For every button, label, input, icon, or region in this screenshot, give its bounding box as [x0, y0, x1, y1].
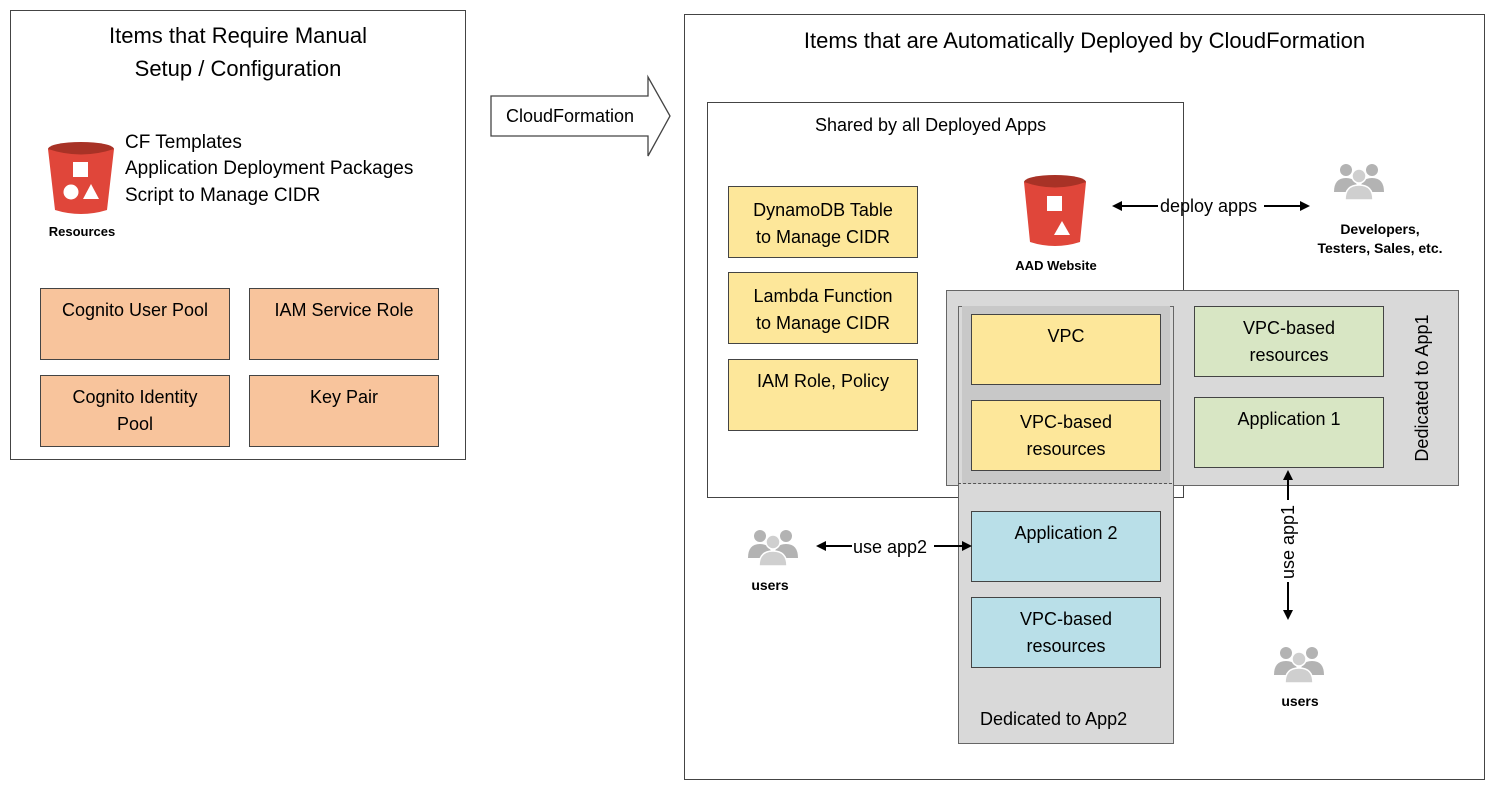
cognito-identity-pool-box: Cognito Identity Pool	[40, 375, 230, 447]
resource-item: Application Deployment Packages	[125, 158, 414, 179]
users-icon	[1334, 164, 1384, 201]
box-label: VPC-based	[1019, 609, 1113, 629]
arrow-label: CloudFormation	[506, 106, 635, 126]
box-label: VPC	[1047, 326, 1085, 346]
users-caption: users	[1281, 693, 1319, 709]
box-label: IAM Service Role	[274, 300, 414, 320]
app2-resources-box: VPC-based resources	[971, 597, 1161, 668]
s3-bucket-icon	[1024, 175, 1086, 246]
developers-caption: Developers, Testers, Sales, etc.	[1300, 220, 1460, 258]
divider	[958, 483, 1172, 484]
box-label: resources	[1026, 636, 1106, 656]
bucket-caption: Resources	[48, 224, 116, 239]
manual-title-line1: Items that Require Manual	[108, 23, 368, 48]
resource-item: CF Templates	[125, 132, 242, 153]
cognito-user-pool-box: Cognito User Pool	[40, 288, 230, 360]
box-label: VPC-based	[1242, 318, 1336, 338]
key-pair-box: Key Pair	[249, 375, 439, 447]
box-label: Cognito User Pool	[61, 300, 209, 320]
box-label: Pool	[116, 414, 154, 434]
box-label: DynamoDB Table	[753, 200, 893, 220]
app1-resources-box: VPC-based resources	[1194, 306, 1384, 377]
box-label: resources	[1026, 439, 1106, 459]
box-label: resources	[1249, 345, 1329, 365]
box-label: VPC-based	[1019, 412, 1113, 432]
box-label: Application 2	[1014, 523, 1118, 543]
box-label: Lambda Function	[753, 286, 893, 306]
users-caption: users	[751, 577, 789, 593]
website-caption: AAD Website	[1015, 258, 1097, 273]
use-app1-label: use app1	[1278, 504, 1298, 580]
users-icon	[748, 530, 798, 567]
auto-title: Items that are Automatically Deployed by…	[803, 28, 1366, 53]
box-label: IAM Role, Policy	[756, 371, 890, 391]
vpc-resources-box: VPC-based resources	[971, 400, 1161, 471]
shared-title: Shared by all Deployed Apps	[815, 115, 1047, 135]
deploy-label: deploy apps	[1160, 196, 1258, 216]
iam-service-role-box: IAM Service Role	[249, 288, 439, 360]
box-label: Cognito Identity	[72, 387, 198, 407]
app2-label: Dedicated to App2	[980, 709, 1128, 729]
iam-role-box: IAM Role, Policy	[728, 359, 918, 431]
dynamodb-box: DynamoDB Table to Manage CIDR	[728, 186, 918, 258]
use-app2-label: use app2	[853, 537, 928, 557]
box-label: Application 1	[1237, 409, 1341, 429]
cloudformation-arrow	[490, 74, 671, 157]
box-label: to Manage CIDR	[755, 313, 891, 333]
manual-title: Items that Require Manual Setup / Config…	[11, 19, 465, 85]
resource-item: Script to Manage CIDR	[125, 185, 321, 206]
vpc-box: VPC	[971, 314, 1161, 385]
developers-line2: Testers, Sales, etc.	[1317, 240, 1443, 256]
application2-box: Application 2	[971, 511, 1161, 582]
s3-bucket-icon	[48, 142, 114, 214]
developers-line1: Developers,	[1340, 221, 1420, 237]
manual-title-line2: Setup / Configuration	[134, 56, 342, 81]
box-label: Key Pair	[309, 387, 379, 407]
use-app2-arrow	[816, 541, 972, 551]
deploy-arrow	[1112, 201, 1310, 211]
box-label: to Manage CIDR	[755, 227, 891, 247]
lambda-box: Lambda Function to Manage CIDR	[728, 272, 918, 344]
application1-box: Application 1	[1194, 397, 1384, 468]
users-icon	[1274, 647, 1324, 684]
app1-label: Dedicated to App1	[1412, 314, 1432, 462]
use-app1-arrow	[1283, 470, 1293, 620]
